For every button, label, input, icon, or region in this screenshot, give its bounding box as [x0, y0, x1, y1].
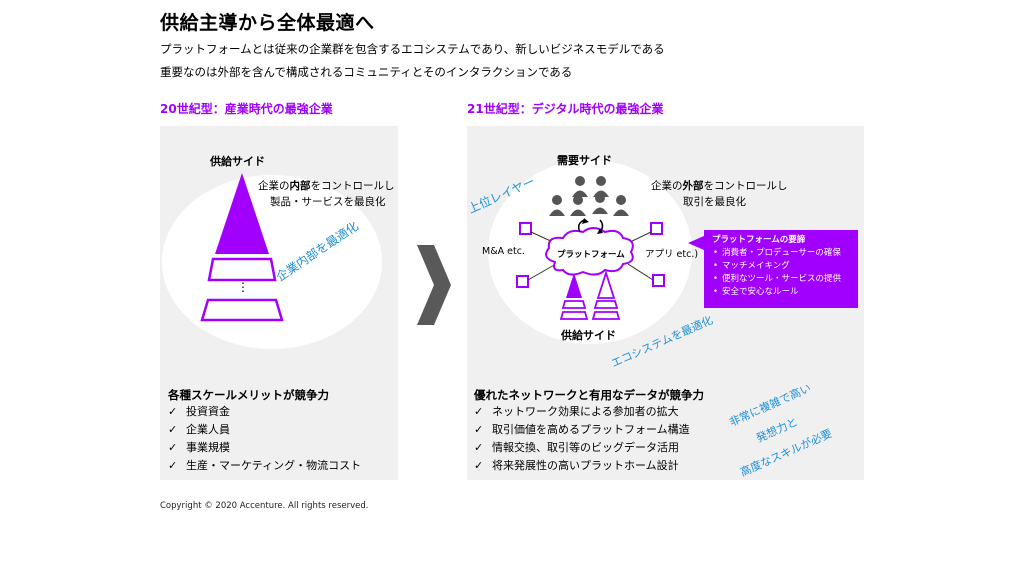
check-icon: ✓ — [168, 459, 178, 472]
callout-pointer — [688, 236, 704, 250]
right-list-title: 優れたネットワークと有用なデータが競争力 — [474, 388, 704, 402]
left-ellipsis: ⋮ — [237, 280, 249, 294]
platform-essentials-callout: プラットフォームの要諦 消費者・プロデューサーの確保 マッチメイキング 便利なツ… — [704, 230, 858, 308]
left-list-title: 各種スケールメリットが競争力 — [168, 388, 329, 402]
list-item: ✓生産・マーケティング・物流コスト — [164, 457, 361, 475]
platform-cloud — [545, 227, 634, 276]
list-item: ✓事業規模 — [164, 439, 361, 457]
node-square — [519, 222, 532, 235]
callout-item: 便利なツール・サービスの提供 — [712, 273, 850, 286]
people-icon — [549, 176, 629, 216]
platform-label: プラットフォーム — [557, 250, 625, 260]
callout-item: 安全で安心なルール — [712, 286, 850, 299]
check-icon: ✓ — [474, 459, 484, 472]
list-item: ✓将来発展性の高いプラットホーム設計 — [470, 457, 690, 475]
list-item: ✓ネットワーク効果による参加者の拡大 — [470, 403, 690, 421]
subtitle-line-1: プラットフォームとは従来の企業群を包含するエコシステムであり、新しいビジネスモデ… — [160, 42, 665, 56]
callout-item: マッチメイキング — [712, 260, 850, 273]
exchange-arrow-left — [577, 219, 585, 233]
subtitle-line-2: 重要なのは外部を含んで構成されるコミュニティとそのインタラクションである — [160, 65, 573, 79]
chevron-right-icon — [417, 245, 451, 325]
node-square — [516, 275, 529, 288]
node-square — [650, 222, 663, 235]
check-icon: ✓ — [168, 405, 178, 418]
check-icon: ✓ — [474, 423, 484, 436]
check-icon: ✓ — [474, 405, 484, 418]
right-list: ✓ネットワーク効果による参加者の拡大 ✓取引価値を高めるプラットフォーム構造 ✓… — [470, 403, 690, 475]
list-item: ✓情報交換、取引等のビッグデータ活用 — [470, 439, 690, 457]
left-desc-line-1: 企業の内部をコントロールし — [258, 180, 395, 192]
pyramid-top — [215, 173, 269, 254]
list-item: ✓取引価値を高めるプラットフォーム構造 — [470, 421, 690, 439]
check-icon: ✓ — [168, 423, 178, 436]
right-supply-label: 供給サイド — [561, 329, 616, 342]
left-desc-line-2: 製品・サービスを最良化 — [270, 196, 386, 208]
page-title: 供給主導から全体最適へ — [160, 12, 375, 34]
list-item: ✓企業人員 — [164, 421, 361, 439]
supply-pyramid-right — [591, 270, 621, 320]
callout-title: プラットフォームの要諦 — [712, 235, 806, 245]
ma-label: M&A etc. — [482, 246, 525, 257]
list-item: ✓投資資金 — [164, 403, 361, 421]
demand-label: 需要サイド — [557, 154, 612, 167]
callout-item: 消費者・プロデューサーの確保 — [712, 247, 850, 260]
left-supply-label: 供給サイド — [210, 155, 265, 168]
left-panel-heading: 20世紀型：産業時代の最強企業 — [160, 102, 333, 116]
copyright: Copyright © 2020 Accenture. All rights r… — [160, 501, 369, 511]
check-icon: ✓ — [168, 441, 178, 454]
supply-pyramid-left — [559, 273, 589, 320]
right-desc-line-1: 企業の外部をコントロールし — [651, 180, 788, 192]
pyramid-bottom — [200, 298, 284, 322]
pyramid-middle — [207, 257, 277, 282]
left-list: ✓投資資金 ✓企業人員 ✓事業規模 ✓生産・マーケティング・物流コスト — [164, 403, 361, 475]
check-icon: ✓ — [474, 441, 484, 454]
node-square — [652, 274, 665, 287]
right-panel-heading: 21世紀型：デジタル時代の最強企業 — [467, 102, 664, 116]
right-desc-line-2: 取引を最良化 — [683, 196, 746, 208]
app-label: アプリ etc.) — [645, 249, 699, 260]
